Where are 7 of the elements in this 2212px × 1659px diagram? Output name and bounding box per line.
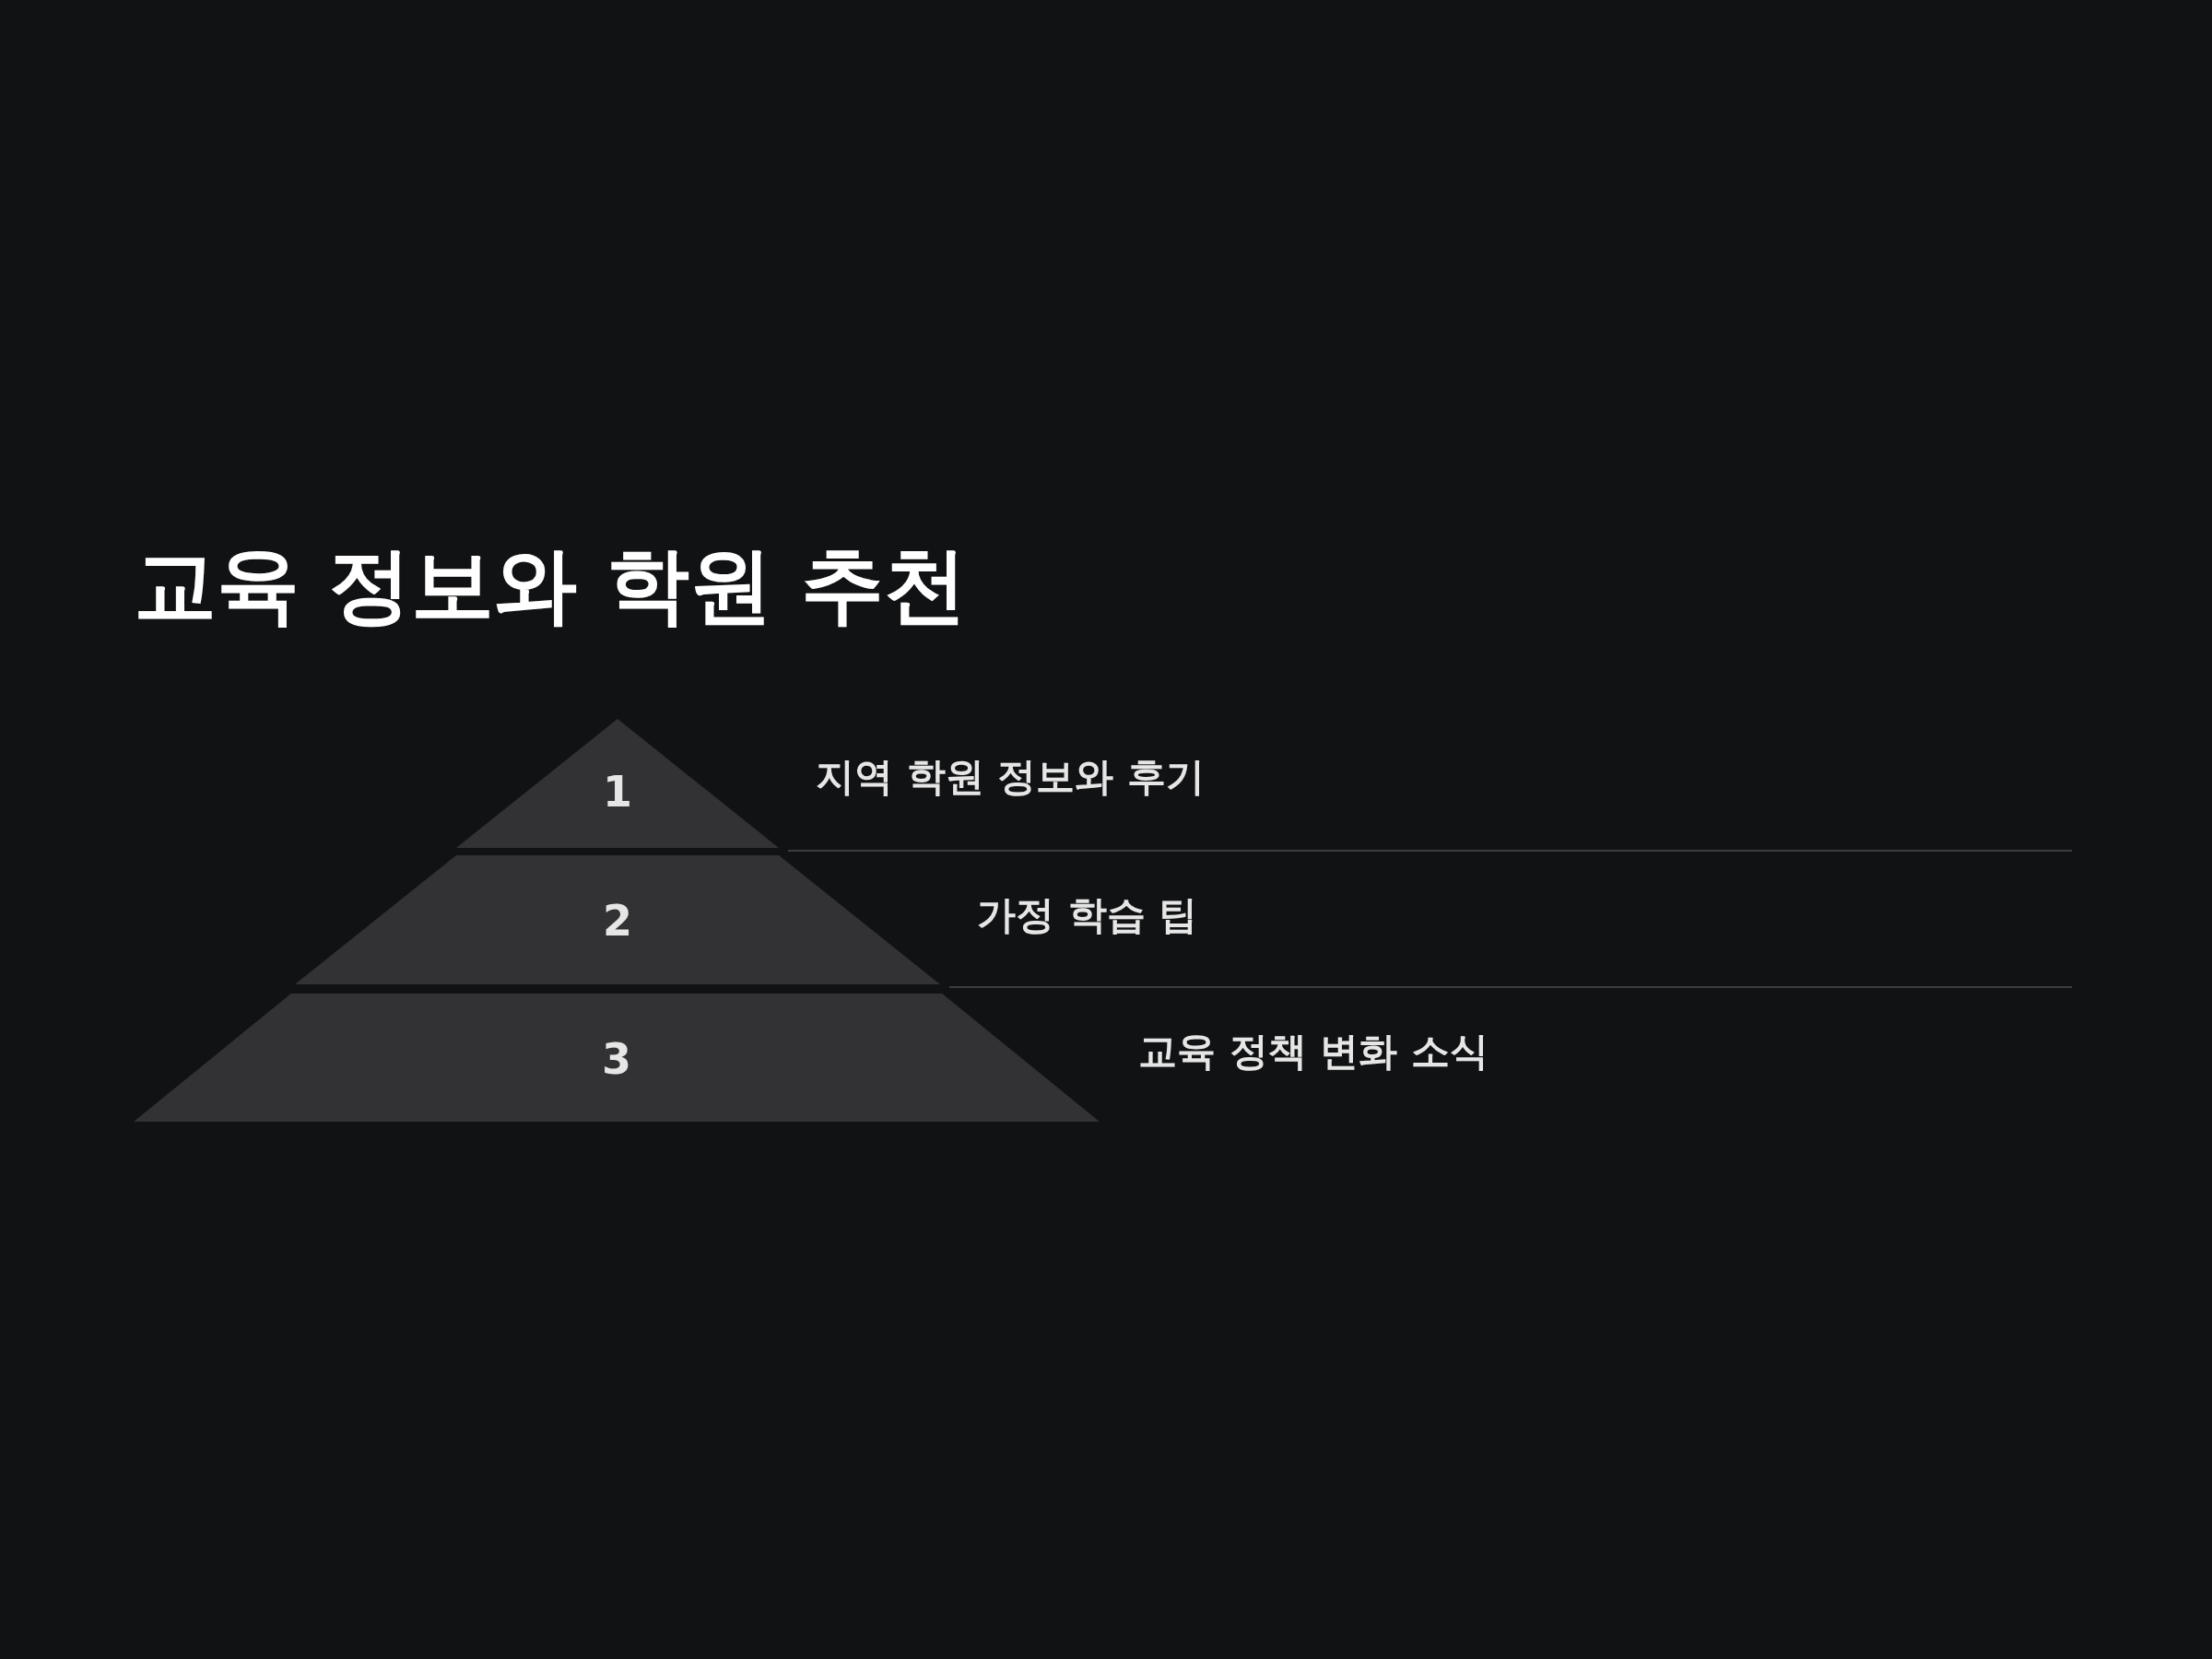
level-description: 지역 학원 정보와 후기: [816, 753, 1205, 801]
level-number: 3: [602, 1034, 631, 1084]
level-number: 1: [603, 767, 632, 817]
level-description: 교육 정책 변화 소식: [1138, 1028, 1488, 1076]
level-number: 2: [603, 896, 632, 946]
level-description: 가정 학습 팁: [977, 891, 1198, 939]
slide-title: 교육 정보와 학원 추천: [134, 535, 967, 635]
